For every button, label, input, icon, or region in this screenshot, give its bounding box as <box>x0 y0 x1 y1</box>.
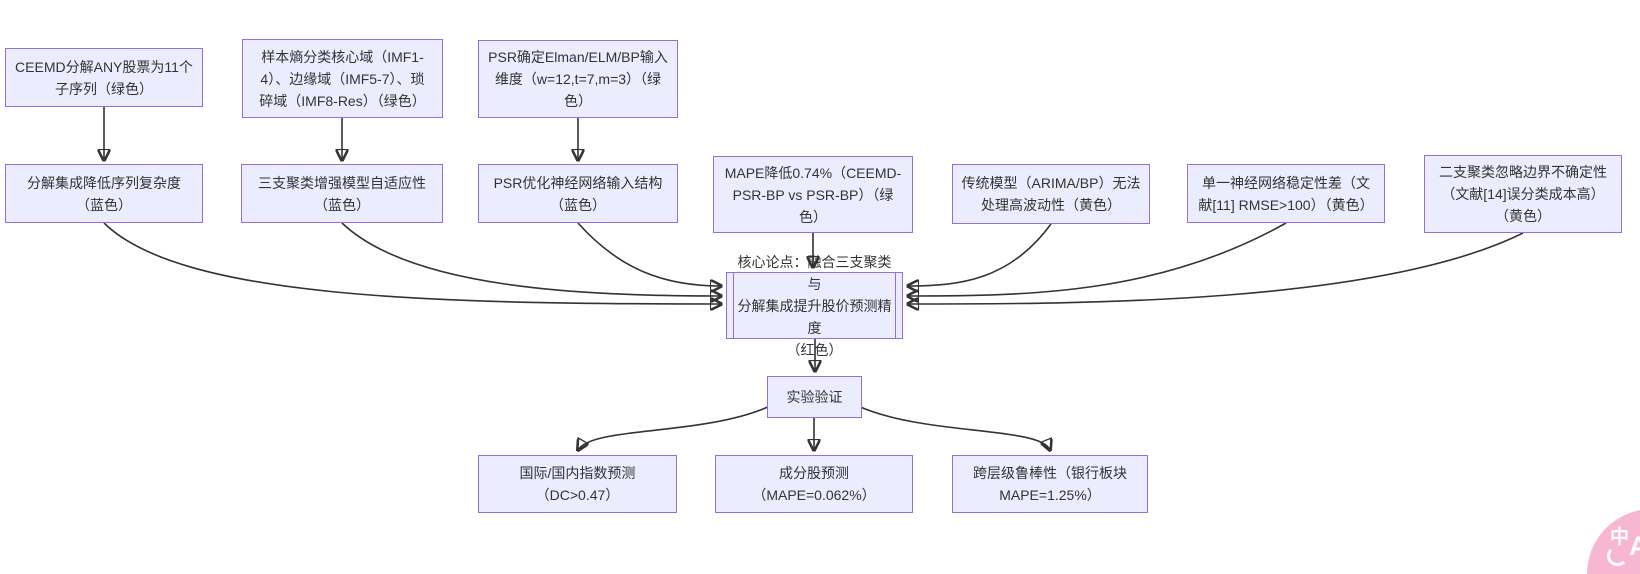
node-mape-evidence: MAPE降低0.74%（CEEMD- PSR-BP vs PSR-BP）（绿 色… <box>713 156 913 233</box>
translate-badge[interactable]: 中 A <box>1587 509 1640 574</box>
edge-twoway-to-core <box>908 232 1524 304</box>
node-twoway-gap: 二支聚类忽略边界不确定性 （文献[14]误分类成本高） （黄色） <box>1424 155 1622 233</box>
edge-experiment-to-index <box>578 405 771 450</box>
edge-experiment-to-robustness <box>857 405 1050 450</box>
node-ceemd-decompose: CEEMD分解ANY股票为11个 子序列（绿色） <box>5 48 203 107</box>
node-experiment: 实验验证 <box>767 376 862 418</box>
translate-badge-arc <box>1607 546 1628 566</box>
edge-singlenn-to-core <box>908 222 1287 296</box>
node-entropy-classify: 样本熵分类核心域（IMF1- 4）、边缘域（IMF5-7）、琐 碎域（IMF8-… <box>242 39 443 118</box>
edge-psropt-to-core <box>577 222 721 286</box>
translate-badge-a-glyph: A <box>1629 531 1640 561</box>
node-psr-dimension: PSR确定Elman/ELM/BP输入 维度（w=12,t=7,m=3）（绿 色… <box>478 40 678 118</box>
node-robustness: 跨层级鲁棒性（银行板块 MAPE=1.25%） <box>952 455 1148 513</box>
node-decomp-benefit: 分解集成降低序列复杂度 （蓝色） <box>5 164 203 223</box>
node-core-thesis: 核心论点：融合三支聚类与 分解集成提升股价预测精度 （红色） <box>726 254 903 358</box>
node-psr-benefit: PSR优化神经网络输入结构 （蓝色） <box>478 164 678 223</box>
node-index-prediction: 国际/国内指数预测 （DC>0.47） <box>478 455 677 513</box>
node-threeway-benefit: 三支聚类增强模型自适应性 （蓝色） <box>241 164 443 223</box>
edge-decomp-to-core <box>103 222 721 304</box>
translate-badge-cn-glyph: 中 <box>1610 527 1630 548</box>
node-single-nn-gap: 单一神经网络稳定性差（文 献[11] RMSE>100）（黄色） <box>1187 164 1385 223</box>
edge-traditional-to-core <box>908 223 1052 286</box>
node-component-prediction: 成分股预测 （MAPE=0.062%） <box>715 455 913 513</box>
edge-threeway-to-core <box>341 222 721 296</box>
node-traditional-gap: 传统模型（ARIMA/BP）无法 处理高波动性（黄色） <box>952 164 1150 224</box>
